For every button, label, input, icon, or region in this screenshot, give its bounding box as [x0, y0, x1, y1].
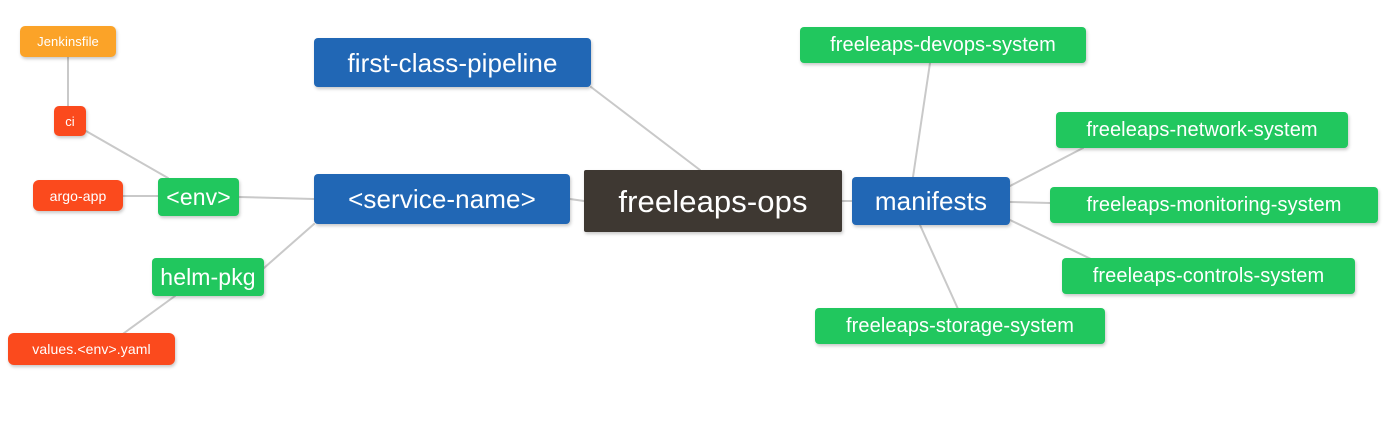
mindmap-node-label-env: <env>	[166, 183, 231, 210]
mindmap-node-freeleaps-devops-system[interactable]: freeleaps-devops-system	[800, 27, 1086, 63]
mindmap-node-argo-app[interactable]: argo-app	[33, 180, 123, 211]
edge-manifests-to-freeleaps-monitoring-system	[1009, 201, 1051, 204]
edge-manifests-to-freeleaps-storage-system	[919, 224, 959, 310]
mindmap-node-first-class-pipeline[interactable]: first-class-pipeline	[314, 38, 591, 87]
mindmap-node-label-freeleaps-devops-system: freeleaps-devops-system	[830, 34, 1056, 56]
mindmap-node-service-name[interactable]: <service-name>	[314, 174, 570, 224]
mindmap-node-root[interactable]: freeleaps-ops	[584, 170, 842, 232]
mindmap-node-label-ci: ci	[65, 113, 75, 129]
mindmap-node-env[interactable]: <env>	[158, 178, 239, 216]
edge-helm-pkg-to-values-yaml	[119, 295, 176, 337]
mindmap-node-label-first-class-pipeline: first-class-pipeline	[347, 47, 558, 78]
edge-manifests-to-freeleaps-controls-system	[1009, 219, 1094, 261]
mindmap-node-label-helm-pkg: helm-pkg	[160, 263, 256, 290]
edge-manifests-to-freeleaps-network-system	[1009, 147, 1084, 187]
mindmap-node-helm-pkg[interactable]: helm-pkg	[152, 258, 264, 296]
mindmap-node-label-service-name: <service-name>	[348, 184, 536, 214]
mindmap-node-label-manifests: manifests	[874, 186, 988, 216]
mindmap-node-freeleaps-storage-system[interactable]: freeleaps-storage-system	[815, 308, 1105, 344]
edge-env-to-ci	[85, 130, 169, 179]
edge-manifests-to-freeleaps-devops-system	[912, 62, 931, 178]
mindmap-node-label-values-yaml: values.<env>.yaml	[32, 341, 151, 357]
mindmap-node-label-root: freeleaps-ops	[618, 183, 808, 219]
mindmap-node-label-freeleaps-controls-system: freeleaps-controls-system	[1092, 265, 1325, 287]
mindmap-node-values-yaml[interactable]: values.<env>.yaml	[8, 333, 175, 365]
mindmap-node-label-jenkinsfile: Jenkinsfile	[37, 34, 99, 49]
mindmap-node-ci[interactable]: ci	[54, 106, 86, 136]
edge-service-name-to-env	[238, 196, 315, 200]
mindmap-node-label-argo-app: argo-app	[49, 187, 107, 204]
mindmap-node-freeleaps-monitoring-system[interactable]: freeleaps-monitoring-system	[1050, 187, 1378, 223]
mindmap-node-jenkinsfile[interactable]: Jenkinsfile	[20, 26, 116, 57]
mindmap-node-freeleaps-network-system[interactable]: freeleaps-network-system	[1056, 112, 1348, 148]
edge-service-name-to-helm-pkg	[263, 223, 315, 269]
mindmap-node-manifests[interactable]: manifests	[852, 177, 1010, 225]
edge-root-to-service-name	[569, 198, 585, 202]
edge-root-to-first-class-pipeline	[590, 86, 701, 171]
mindmap-node-label-freeleaps-storage-system: freeleaps-storage-system	[845, 315, 1075, 337]
mindmap-node-freeleaps-controls-system[interactable]: freeleaps-controls-system	[1062, 258, 1355, 294]
mindmap-node-label-freeleaps-network-system: freeleaps-network-system	[1086, 119, 1318, 141]
mindmap-node-label-freeleaps-monitoring-system: freeleaps-monitoring-system	[1086, 194, 1342, 216]
